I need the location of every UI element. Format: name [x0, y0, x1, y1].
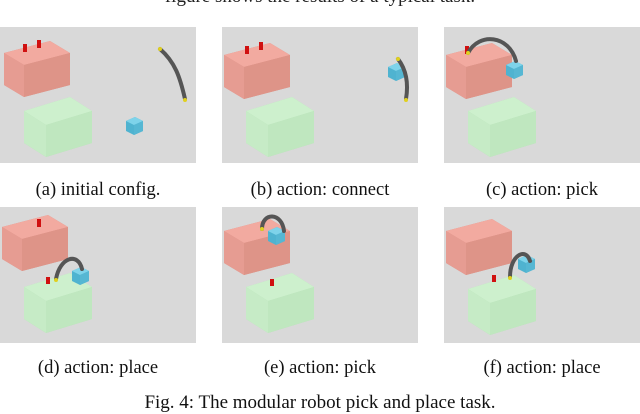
panel-d-image: [0, 207, 196, 343]
panel-f-image: [444, 207, 640, 343]
panel-b-image: [222, 27, 418, 163]
panel-a-caption: (a) initial config.: [35, 180, 161, 200]
panel-d-caption: (d) action: place: [37, 358, 159, 378]
panel-e-caption: (e) action: pick: [264, 358, 376, 378]
cropped-body-text: figure shows the results of a typical ta…: [0, 0, 640, 8]
panel-c-caption: (c) action: pick: [486, 180, 598, 200]
figure-caption: Fig. 4: The modular robot pick and place…: [144, 392, 496, 413]
panel-b-caption: (b) action: connect: [250, 180, 390, 200]
panel-e-image: [222, 207, 418, 343]
panel-c-image: [444, 27, 640, 163]
panel-a-image: [0, 27, 196, 163]
panel-f-caption: (f) action: place: [483, 358, 601, 378]
